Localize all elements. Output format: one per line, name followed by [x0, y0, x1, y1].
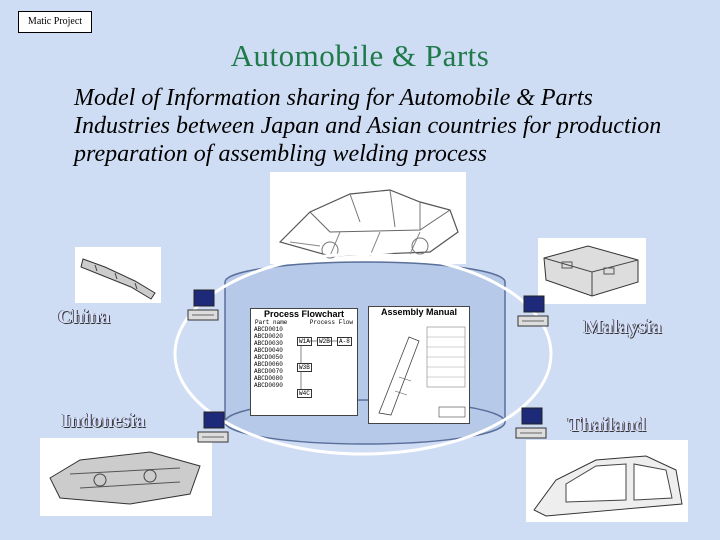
country-label-china: China [58, 306, 111, 328]
computer-icon [187, 289, 219, 321]
flowchart-row: ABCD0040 [254, 347, 283, 354]
flowchart-row: ABCD0090 [254, 382, 283, 389]
process-flowchart-doc: Process Flowchart Part name Process Flow… [250, 308, 358, 416]
car-part-image-china [75, 247, 161, 303]
car-part-image-thailand [526, 440, 688, 522]
country-label-thailand: Thailand [568, 414, 646, 436]
computer-icon [197, 411, 229, 443]
car-part-image-indonesia [40, 438, 212, 516]
flowchart-title: Process Flowchart [263, 309, 345, 319]
flowchart-row: ABCD0080 [254, 375, 283, 382]
flow-box: W1A [297, 337, 312, 346]
flowchart-row: ABCD0020 [254, 333, 283, 340]
page-subtitle: Model of Information sharing for Automob… [74, 85, 662, 167]
flowchart-row: ABCD0030 [254, 340, 283, 347]
manual-title: Assembly Manual [380, 307, 458, 317]
project-label: Matic Project [18, 11, 92, 33]
country-label-malaysia: Malaysia [584, 316, 662, 338]
computer-icon [515, 407, 547, 439]
flowchart-row: ABCD0050 [254, 354, 283, 361]
flow-box: A-8 [337, 337, 352, 346]
flow-box: W2B [317, 337, 332, 346]
flowchart-col-right: Process Flow [309, 319, 353, 326]
flow-box: W4C [297, 389, 312, 398]
flowchart-row: ABCD0070 [254, 368, 283, 375]
flowchart-row: ABCD0010 [254, 326, 283, 333]
network-ring [173, 252, 553, 456]
car-body-image [270, 172, 466, 264]
computer-icon [517, 295, 549, 327]
page-title: Automobile & Parts [230, 38, 490, 73]
country-label-indonesia: Indonesia [62, 410, 146, 432]
car-part-image-malaysia [538, 238, 646, 304]
flow-box: W3B [297, 363, 312, 372]
flowchart-row: ABCD0060 [254, 361, 283, 368]
assembly-manual-doc: Assembly Manual [368, 306, 470, 424]
flowchart-col-left: Part name [255, 319, 288, 326]
